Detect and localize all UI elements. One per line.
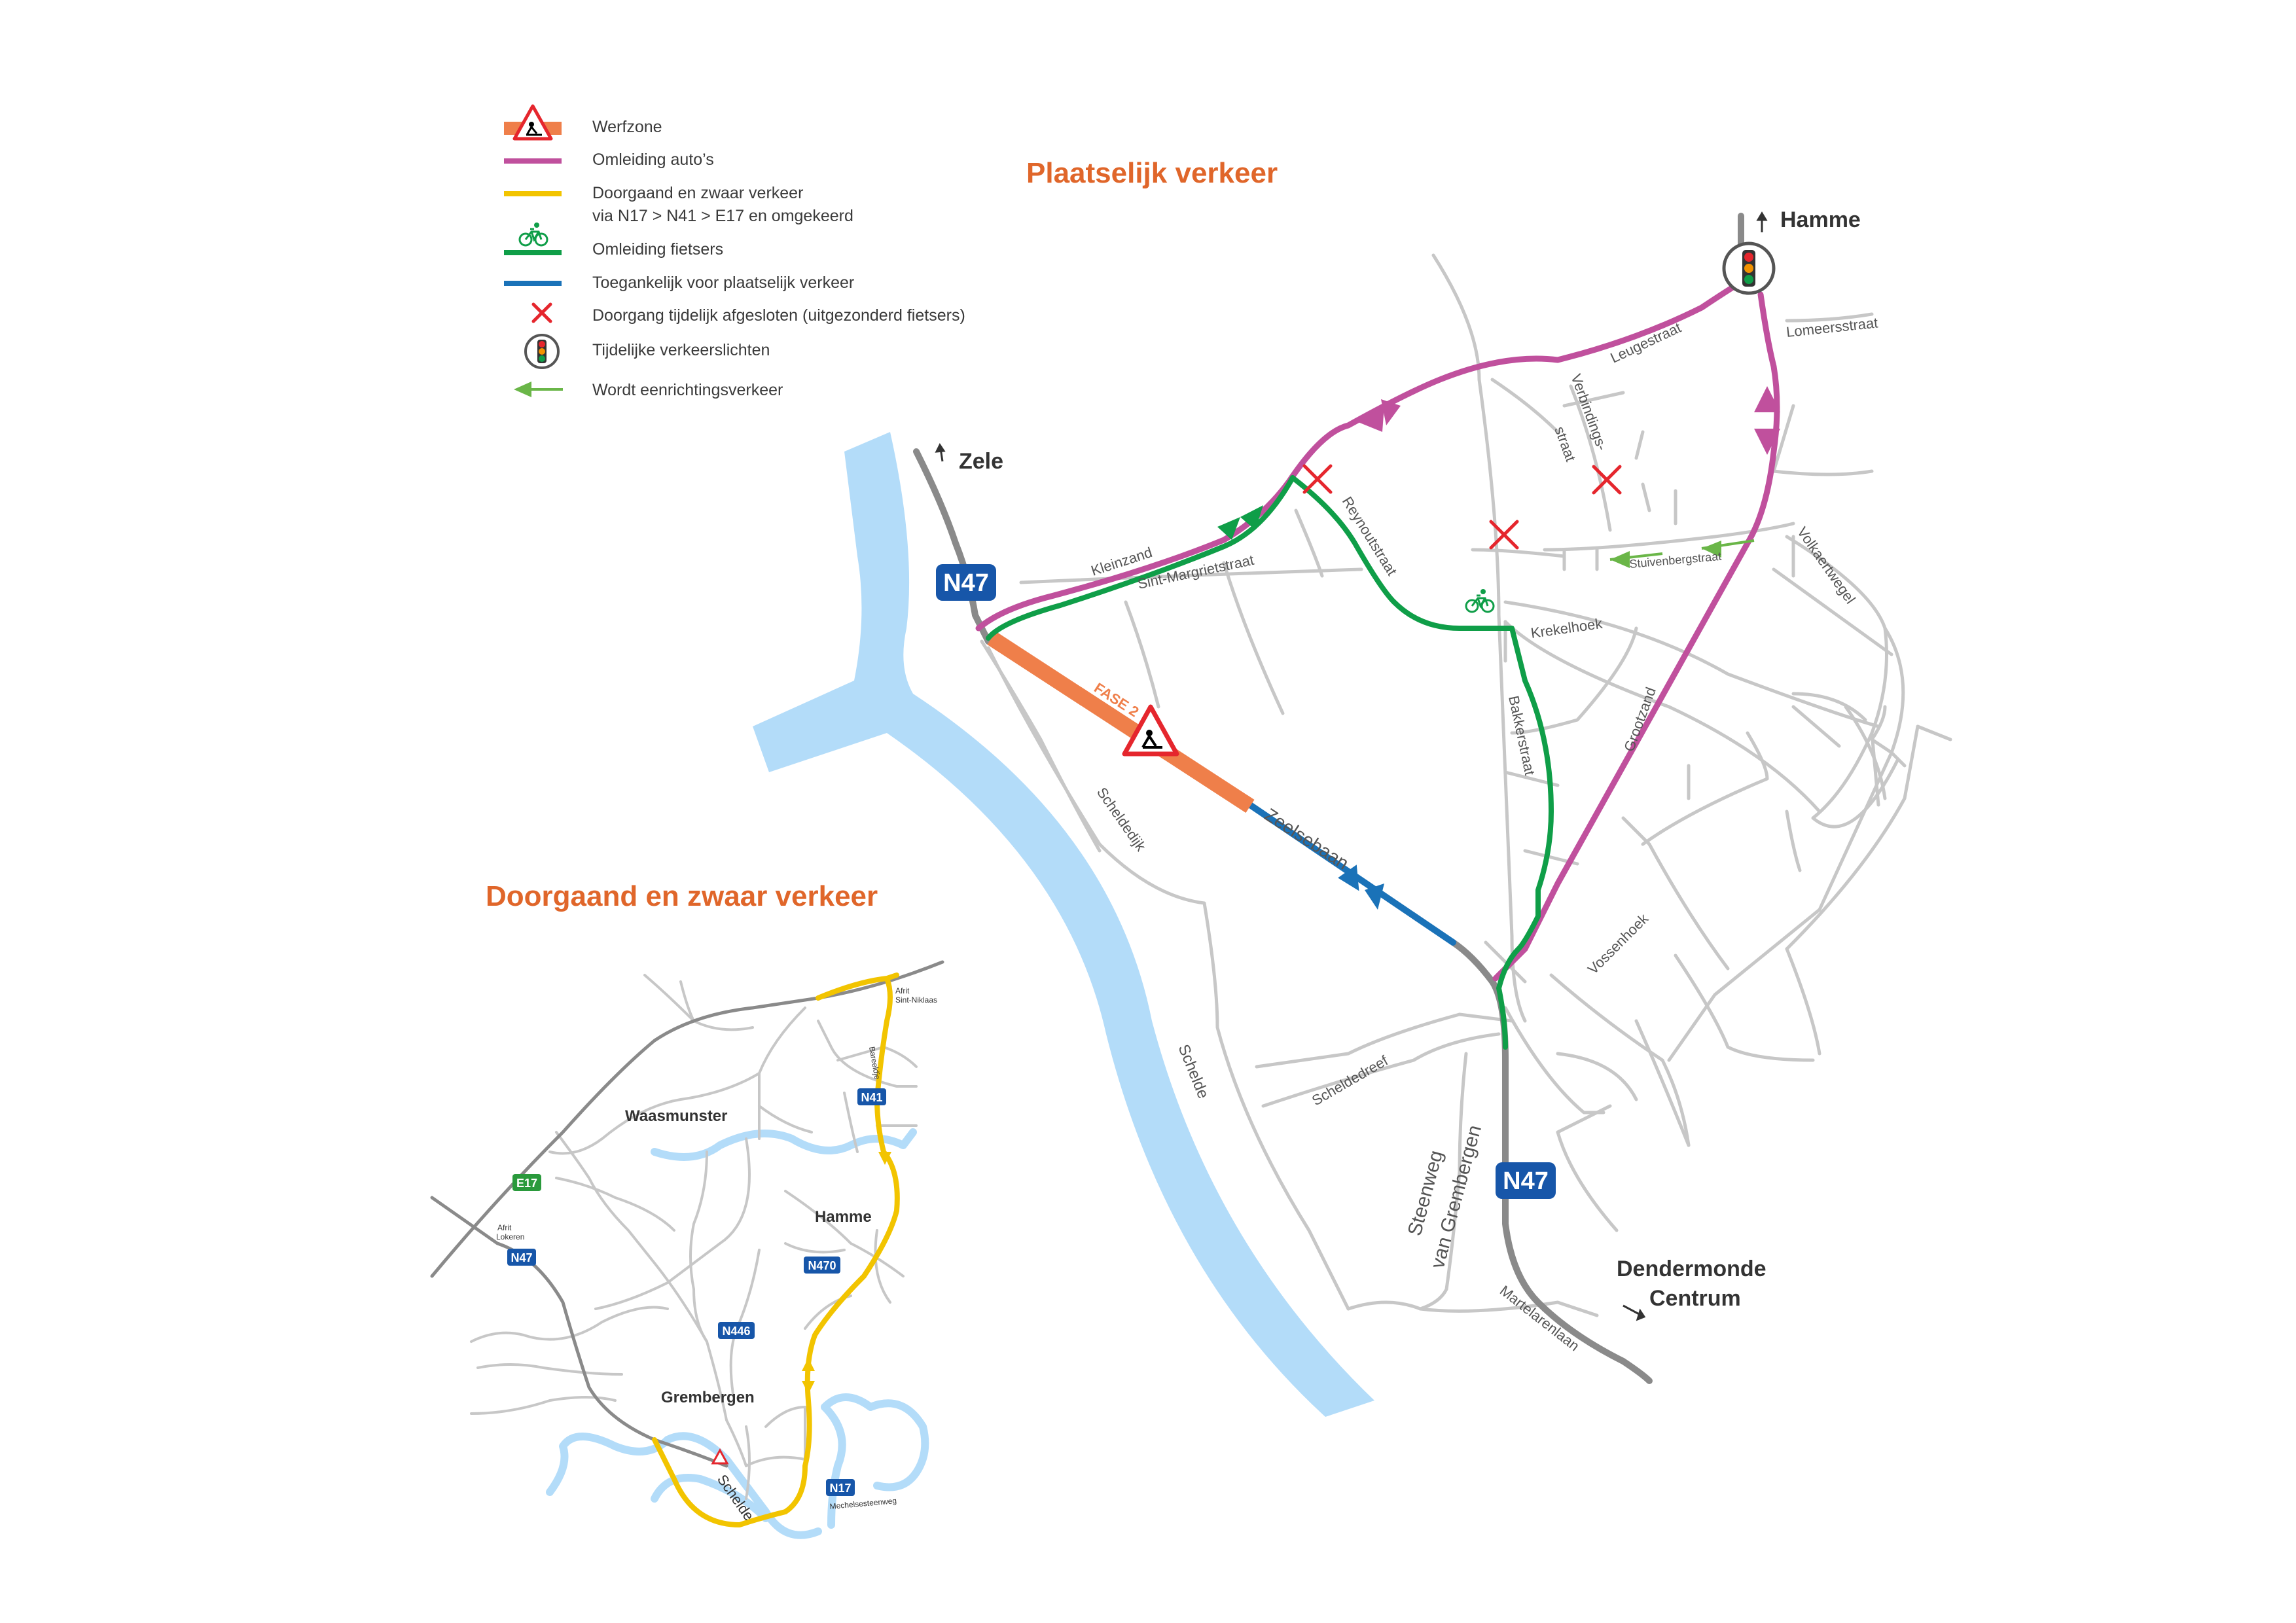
route-arrows xyxy=(1217,386,1780,910)
street-verbindingsstraat-2: straat xyxy=(1551,424,1579,463)
svg-text:N446: N446 xyxy=(722,1325,750,1338)
svg-text:N41: N41 xyxy=(861,1091,882,1104)
inset-roadworks-icon xyxy=(711,1448,729,1465)
street-grootzand: Grootzand xyxy=(1621,685,1659,754)
legend-heavy-traffic-2: via N17 > N41 > E17 en omgekeerd xyxy=(592,207,853,225)
one-way-arrows xyxy=(1609,539,1755,568)
street-volkaertwegel: Volkaertwegel xyxy=(1794,524,1859,607)
title-through-traffic: Doorgaand en zwaar verkeer xyxy=(486,880,878,912)
street-vossenhoek: Vossenhoek xyxy=(1585,910,1652,977)
bike-detour-route xyxy=(986,475,1554,1050)
svg-text:N470: N470 xyxy=(808,1259,836,1272)
inset-label-afrit-sn-1: Afrit xyxy=(895,986,910,995)
roadworks-warning-icon xyxy=(1122,704,1179,757)
main-map: N47 N47 Hamme Zele Dendermonde Centrum F… xyxy=(753,207,1952,1417)
street-krekelhoek: Krekelhoek xyxy=(1530,615,1604,641)
inset-route-arrows xyxy=(802,1152,891,1394)
car-detour-route xyxy=(975,272,1780,982)
legend-closed: Doorgang tijdelijk afgesloten (uitgezond… xyxy=(592,306,965,325)
inset-rivers xyxy=(546,1128,929,1539)
inset-label-mechelsesteenweg: Mechelsesteenweg xyxy=(829,1496,897,1511)
legend-one-way: Wordt eenrichtingsverkeer xyxy=(592,381,783,399)
main-road-n47 xyxy=(913,213,1744,1384)
legend-traffic-lights: Tijdelijke verkeerslichten xyxy=(592,341,770,359)
inset-place-waasmunster: Waasmunster xyxy=(625,1107,728,1125)
street-network xyxy=(980,253,1952,1317)
inset-place-hamme: Hamme xyxy=(815,1208,872,1226)
inset-highways xyxy=(430,960,944,1468)
inset-label-afrit-sn-2: Sint-Niklaas xyxy=(895,995,937,1005)
direction-arrows xyxy=(935,211,1768,1321)
inset-badges: E17 N47 N41 N470 N446 N17 xyxy=(507,1088,886,1496)
street-schelde: Schelde xyxy=(1174,1042,1212,1101)
place-hamme: Hamme xyxy=(1780,207,1861,232)
legend-heavy-traffic-1: Doorgaand en zwaar verkeer xyxy=(592,184,804,202)
n47-badge-top: N47 xyxy=(936,564,996,601)
title-local-traffic: Plaatselijk verkeer xyxy=(1026,157,1278,189)
bicycle-icon xyxy=(1465,588,1495,613)
street-scheldedijk: Scheldedijk xyxy=(1094,785,1150,855)
inset-label-afrit-lok-2: Lokeren xyxy=(496,1232,524,1241)
place-dendermonde: Dendermonde xyxy=(1617,1257,1767,1281)
svg-text:E17: E17 xyxy=(516,1177,537,1190)
svg-text:N17: N17 xyxy=(829,1482,851,1495)
n47-badge-bottom: N47 xyxy=(1496,1162,1556,1199)
werfzone-segment xyxy=(987,631,1255,813)
street-zeelsebaan: Zeelsebaan xyxy=(1261,804,1353,874)
legend-car-detour: Omleiding auto’s xyxy=(592,151,714,169)
legend-local-traffic: Toegankelijk voor plaatselijk verkeer xyxy=(592,274,855,292)
svg-text:N47: N47 xyxy=(943,569,989,597)
inset-heavy-traffic-route xyxy=(652,972,900,1527)
inset-label-afrit-lok-1: Afrit xyxy=(497,1223,512,1232)
street-martelarenlaan: Martelarenlaan xyxy=(1497,1282,1583,1354)
legend-symbols xyxy=(504,104,563,397)
place-zele: Zele xyxy=(959,449,1003,474)
svg-text:N47: N47 xyxy=(1503,1168,1549,1195)
inset-map: E17 N47 N41 N470 N446 N17 Waasmunster Ha… xyxy=(430,960,944,1539)
closure-markers xyxy=(1302,464,1622,550)
svg-text:N47: N47 xyxy=(511,1251,532,1264)
traffic-light-icon xyxy=(1722,241,1776,295)
inset-place-grembergen: Grembergen xyxy=(661,1389,755,1406)
legend-bike-detour: Omleiding fietsers xyxy=(592,240,724,259)
street-scheldedreef: Scheldedreef xyxy=(1309,1052,1391,1109)
inset-roads xyxy=(470,974,918,1500)
street-stuivenbergstraat: Stuivenbergstraat xyxy=(1629,550,1722,571)
legend-werfzone: Werfzone xyxy=(592,118,662,136)
place-dendermonde-centrum: Centrum xyxy=(1649,1286,1741,1311)
